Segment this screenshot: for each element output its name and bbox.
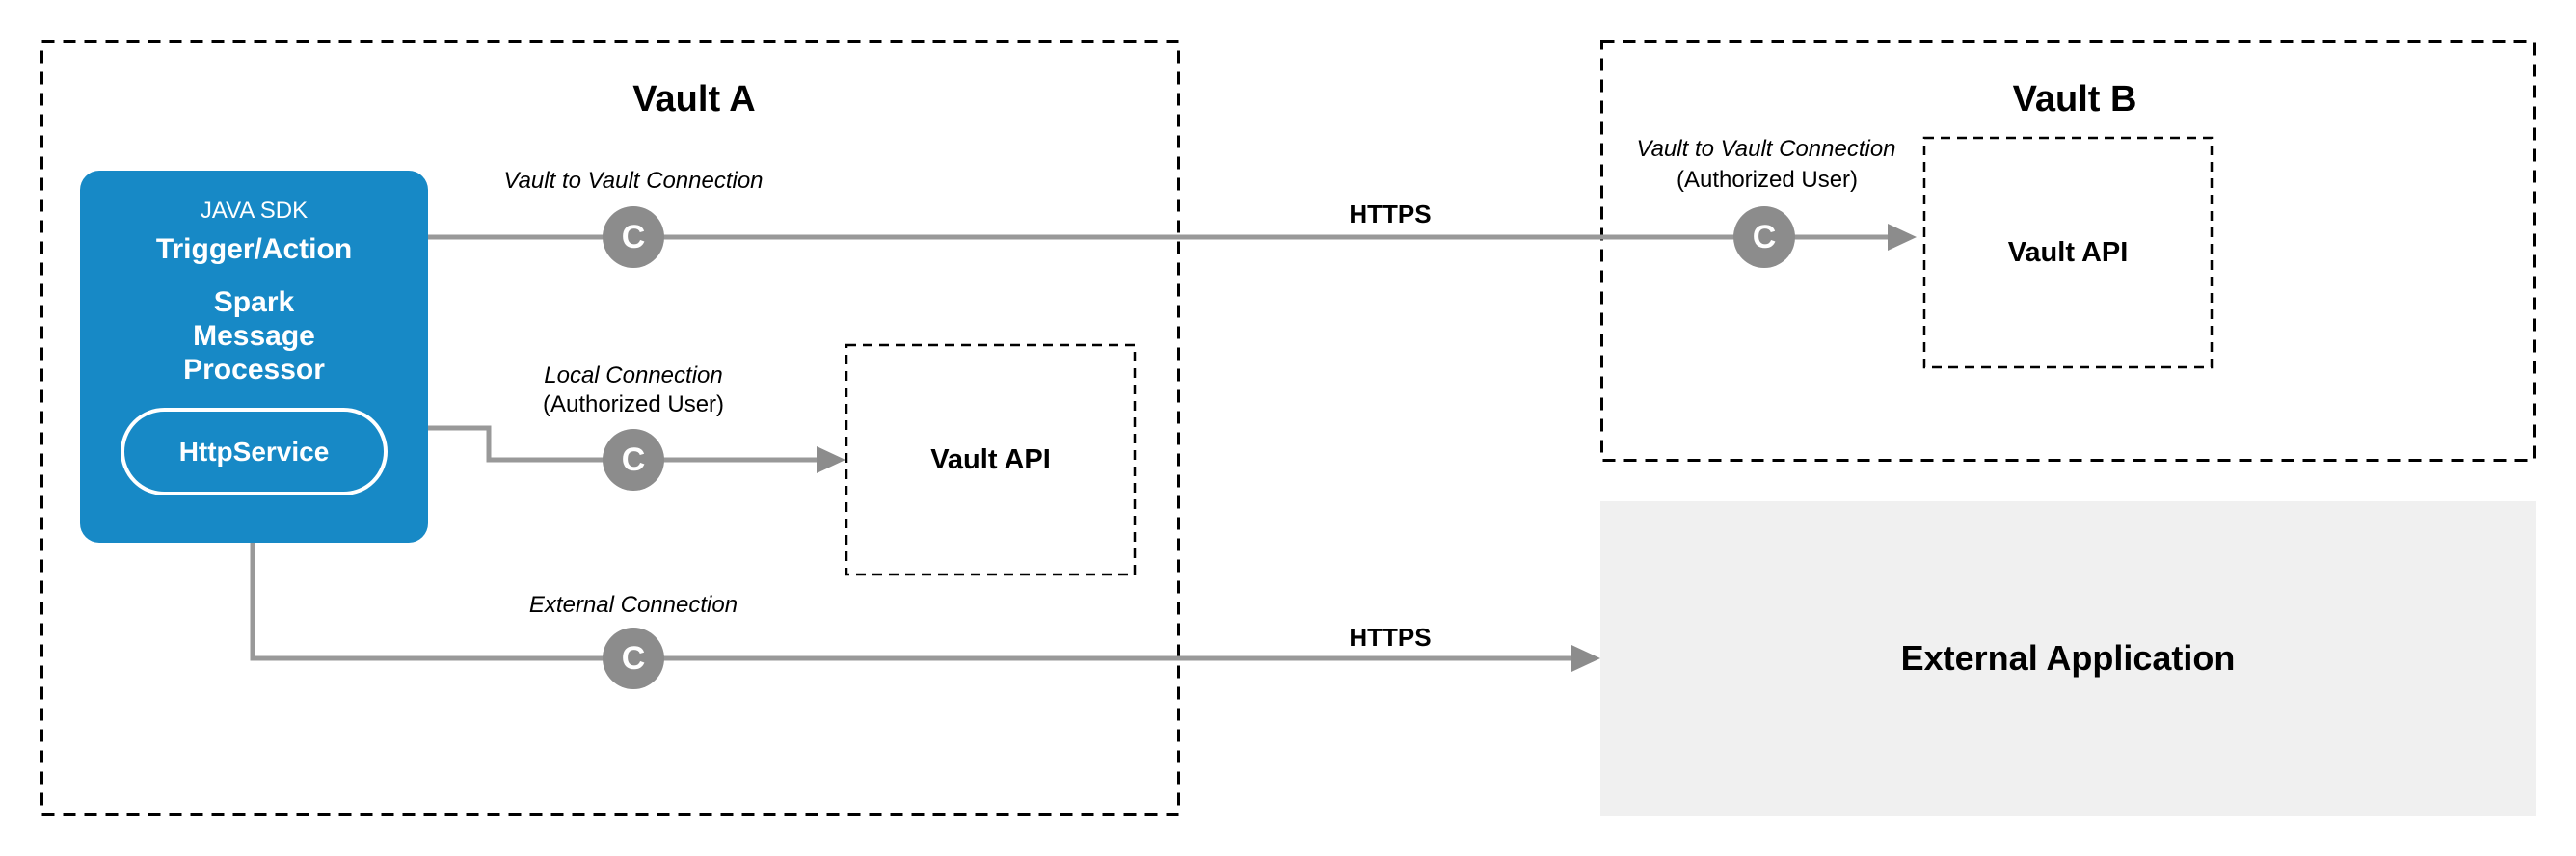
local-connection-label: Local Connection xyxy=(544,362,723,388)
external-application-box: External Application xyxy=(1600,501,2536,816)
trigger-action-label: Trigger/Action xyxy=(155,233,353,265)
local-connection-arrowhead xyxy=(817,446,845,473)
vault-api-a-box: Vault API xyxy=(845,344,1136,575)
connection-badge-vault-to-vault-b: C xyxy=(1733,206,1795,268)
local-connection-sublabel: (Authorized User) xyxy=(542,391,725,417)
vault-a-title: Vault A xyxy=(632,79,756,120)
vault-api-b-label: Vault API xyxy=(2007,236,2129,268)
external-connection-line xyxy=(250,543,1571,661)
external-application-label: External Application xyxy=(1900,638,2236,678)
external-connection-label: External Connection xyxy=(528,592,738,618)
vault-api-a-border xyxy=(845,343,1137,576)
engine-line-3: Processor xyxy=(183,354,325,386)
connection-badge-external: C xyxy=(603,628,664,689)
external-connection-arrowhead xyxy=(1571,645,1600,672)
vault-api-b-border xyxy=(1922,136,2214,369)
https-label-top: HTTPS xyxy=(1349,200,1432,228)
http-service-label: HttpService xyxy=(178,436,330,467)
vault-to-vault-connection-label: Vault to Vault Connection xyxy=(503,168,764,194)
connection-badge-vault-to-vault-a: C xyxy=(603,206,664,268)
vault-api-b-box: Vault API xyxy=(1923,137,2213,368)
vault-to-vault-arrowhead xyxy=(1888,224,1917,251)
vault-b-title: Vault B xyxy=(2012,79,2137,120)
http-service-pill: HttpService xyxy=(121,408,388,495)
connection-badge-local: C xyxy=(603,429,664,491)
vault-api-a-label: Vault API xyxy=(930,443,1051,475)
engine-line-1: Spark xyxy=(213,286,295,318)
vault-b-connection-sublabel: (Authorized User) xyxy=(1676,167,1859,193)
vault-b-connection-label: Vault to Vault Connection xyxy=(1636,136,1896,162)
https-label-bottom: HTTPS xyxy=(1349,623,1432,652)
vault-b-border xyxy=(1600,40,2536,462)
engine-line-2: Message xyxy=(193,320,315,352)
java-sdk-label: JAVA SDK xyxy=(200,198,309,224)
